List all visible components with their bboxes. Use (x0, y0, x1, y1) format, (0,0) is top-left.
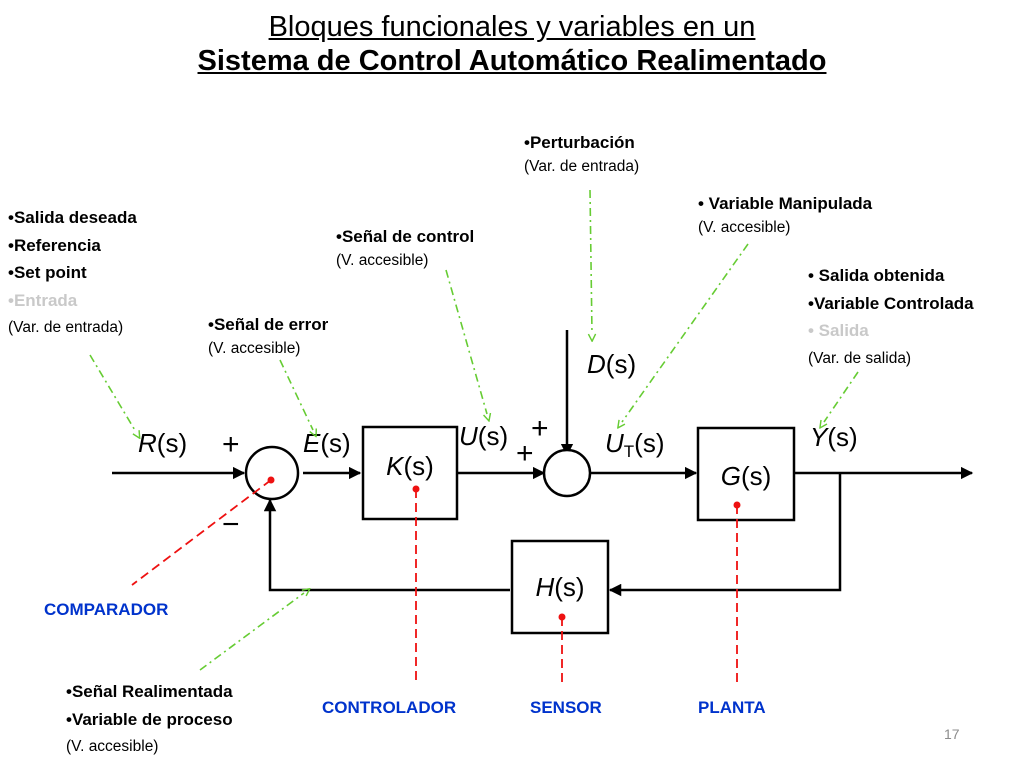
signal-label-e: E(s) (303, 428, 351, 458)
manipulated-note: (V. accesible) (698, 218, 791, 236)
manipulated-pointer-arrow (622, 243, 749, 422)
role-planta: PLANTA (698, 698, 766, 717)
comparator-marker-line (131, 479, 272, 586)
label-variable-proceso: Variable de proceso (71, 709, 233, 729)
disturbance-annotation: •Perturbación (Var. de entrada) (524, 129, 639, 180)
signal-label-r: R(s) (138, 428, 187, 458)
disturbance-plus-sign: + (531, 412, 549, 445)
title-line-1: Bloques funcionales y variables en un (268, 11, 756, 43)
plant-marker-dot (733, 501, 741, 509)
label-variable-manipulada: Variable Manipulada (703, 194, 873, 213)
label-senal-error: Señal de error (213, 315, 329, 334)
label-salida: Salida (813, 321, 869, 340)
controller-block (361, 425, 459, 521)
slide-title: Bloques funcionales y variables en un Si… (0, 10, 1024, 78)
reference-annotation: •Salida deseada •Referencia •Set point •… (8, 204, 137, 342)
comparator-marker-dot (267, 476, 275, 484)
signal-label-u: U(s) (459, 421, 508, 451)
error-annotation: •Señal de error (V. accesible) (208, 311, 328, 362)
signal-label-d: D(s) (587, 349, 636, 379)
label-salida-deseada: Salida deseada (13, 208, 137, 227)
role-comparador: COMPARADOR (44, 600, 169, 619)
label-salida-obtenida: Salida obtenida (813, 266, 945, 285)
reference-note: (Var. de entrada) (8, 319, 124, 336)
label-variable-controlada: Variable Controlada (813, 293, 974, 313)
feedback-path-back (263, 498, 510, 592)
sensor-block (510, 539, 610, 635)
signal-label-y: Y(s) (810, 422, 858, 452)
sensor-marker-dot (558, 613, 566, 621)
title-line-2: Sistema de Control Automático Realimenta… (197, 45, 827, 77)
label-set-point: Set point (13, 263, 87, 282)
label-perturbacion: Perturbación (529, 133, 635, 152)
disturbance-pointer-arrow (590, 189, 592, 334)
controller-marker-dot (412, 485, 420, 493)
feedback-note: (V. accesible) (66, 738, 159, 755)
output-annotation: • Salida obtenida •Variable Controlada •… (808, 262, 974, 372)
control-annotation: •Señal de control (V. accesible) (336, 223, 474, 274)
page-number: 17 (944, 726, 960, 742)
controller-block-label: K(s) (386, 451, 434, 481)
comparator-plus-sign: + (222, 428, 240, 461)
comparator-minus-sign: − (222, 508, 240, 541)
error-note: (V. accesible) (208, 339, 301, 357)
control-plus-sign: + (516, 437, 534, 470)
manipulated-annotation: • Variable Manipulada (V. accesible) (698, 190, 872, 241)
disturbance-junction (542, 448, 592, 498)
reference-pointer-arrow (89, 354, 136, 432)
label-referencia: Referencia (13, 235, 101, 255)
label-senal-realimentada: Señal Realimentada (71, 682, 233, 701)
feedback-path-out (608, 473, 842, 597)
disturbance-note: (Var. de entrada) (524, 157, 640, 175)
output-note: (Var. de salida) (808, 349, 912, 367)
output-pointer-arrow (824, 371, 859, 422)
sensor-block-label: H(s) (535, 572, 584, 602)
role-sensor: SENSOR (530, 698, 602, 717)
error-pointer-arrow (279, 359, 313, 430)
label-senal-control: Señal de control (341, 227, 475, 246)
plant-block (696, 426, 796, 522)
feedback-pointer-arrow (199, 593, 304, 671)
feedback-annotation: •Señal Realimentada •Variable de proceso… (66, 678, 233, 761)
role-controlador: CONTROLADOR (322, 698, 457, 717)
control-note: (V. accesible) (336, 251, 429, 269)
plant-block-label: G(s) (721, 461, 772, 491)
control-pointer-arrow (445, 269, 487, 414)
label-entrada: Entrada (13, 290, 78, 310)
comparator-junction (244, 445, 300, 501)
signal-label-ut: UT(s) (605, 428, 665, 461)
